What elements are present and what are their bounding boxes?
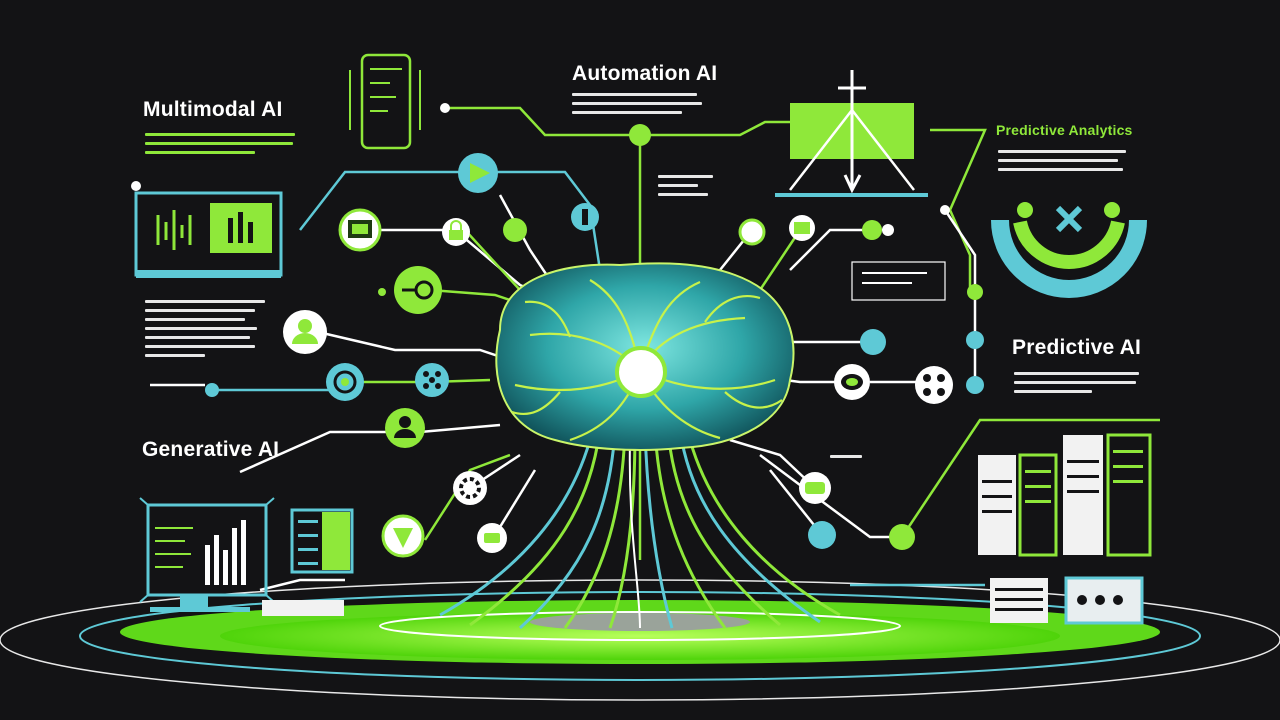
text-block-multimodal (145, 133, 295, 160)
person-icon (385, 408, 425, 448)
text-block-predictive (1014, 372, 1139, 399)
play-icon (458, 153, 498, 193)
neural-roots (439, 429, 841, 630)
dot-node (503, 218, 527, 242)
screen-icon (338, 208, 382, 252)
label-predictive-analytics: Predictive Analytics (996, 122, 1133, 138)
label-multimodal: Multimodal AI (143, 98, 283, 121)
platform-rings (0, 579, 1280, 701)
tag-icon (477, 523, 507, 553)
network-icon (415, 363, 449, 397)
brain (495, 262, 795, 451)
chart-monitor-icon (131, 181, 283, 278)
text-block-automation (572, 93, 702, 120)
bar-panels (978, 433, 1152, 625)
key-icon (378, 266, 442, 314)
label-predictive: Predictive AI (1012, 336, 1142, 359)
easel-icon (775, 70, 928, 197)
user-icon (283, 310, 327, 354)
check-icon (738, 215, 894, 246)
label-automation: Automation AI (572, 62, 718, 85)
eye-icon (205, 363, 364, 401)
gauge-icon (991, 202, 1147, 298)
settings-icon (453, 471, 487, 505)
lock-icon (442, 218, 470, 246)
text-panel-right (851, 261, 946, 301)
text-block-left (145, 300, 270, 363)
grid-icon (139, 497, 344, 616)
text-block-small (830, 455, 870, 464)
label-generative: Generative AI (142, 438, 280, 461)
database-icon (290, 508, 354, 574)
phone-icon (349, 53, 450, 150)
text-block-predictive-analytics (998, 150, 1128, 177)
node-cluster-right (629, 124, 984, 550)
info-icon (571, 203, 599, 231)
text-block-center (658, 175, 718, 202)
brain-core-icon (615, 346, 667, 398)
shield-icon (381, 514, 425, 558)
